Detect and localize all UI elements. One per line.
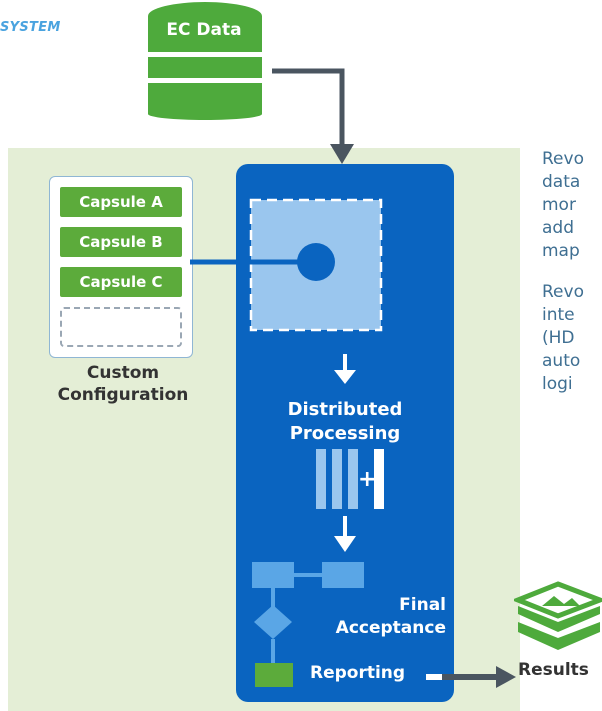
system-label: SYSTEM: [0, 20, 61, 35]
stacked-layers-icon: [514, 581, 602, 650]
capsule-b: Capsule B: [60, 227, 182, 257]
flowchart-icon: [252, 562, 364, 687]
capsule-c: Capsule C: [60, 267, 182, 297]
capsule-a: Capsule A: [60, 187, 182, 217]
reporting-label: Reporting: [310, 663, 406, 683]
side-description: Revo data mor add map Revo inte (HD auto…: [542, 149, 584, 394]
down-arrow-icon: [334, 516, 356, 552]
custom-capsule-slot: [60, 307, 182, 347]
custom-configuration-label: Custom Configuration: [57, 363, 189, 405]
results-label: Results: [518, 660, 589, 680]
plus-sign: +: [358, 467, 377, 492]
parallel-bars-icon: [316, 449, 384, 509]
input-arrow: [272, 68, 354, 164]
capsule-connector: [190, 198, 383, 332]
capsule-container: Capsule A Capsule B Capsule C: [49, 176, 193, 358]
results-arrow: [426, 666, 516, 688]
final-acceptance-label: Final Acceptance: [335, 595, 446, 638]
distributed-processing-label: Distributed Processing: [287, 399, 403, 444]
database-icon: [148, 2, 262, 120]
down-arrow-icon: [334, 354, 356, 384]
ec-data-label: EC Data: [166, 20, 242, 40]
